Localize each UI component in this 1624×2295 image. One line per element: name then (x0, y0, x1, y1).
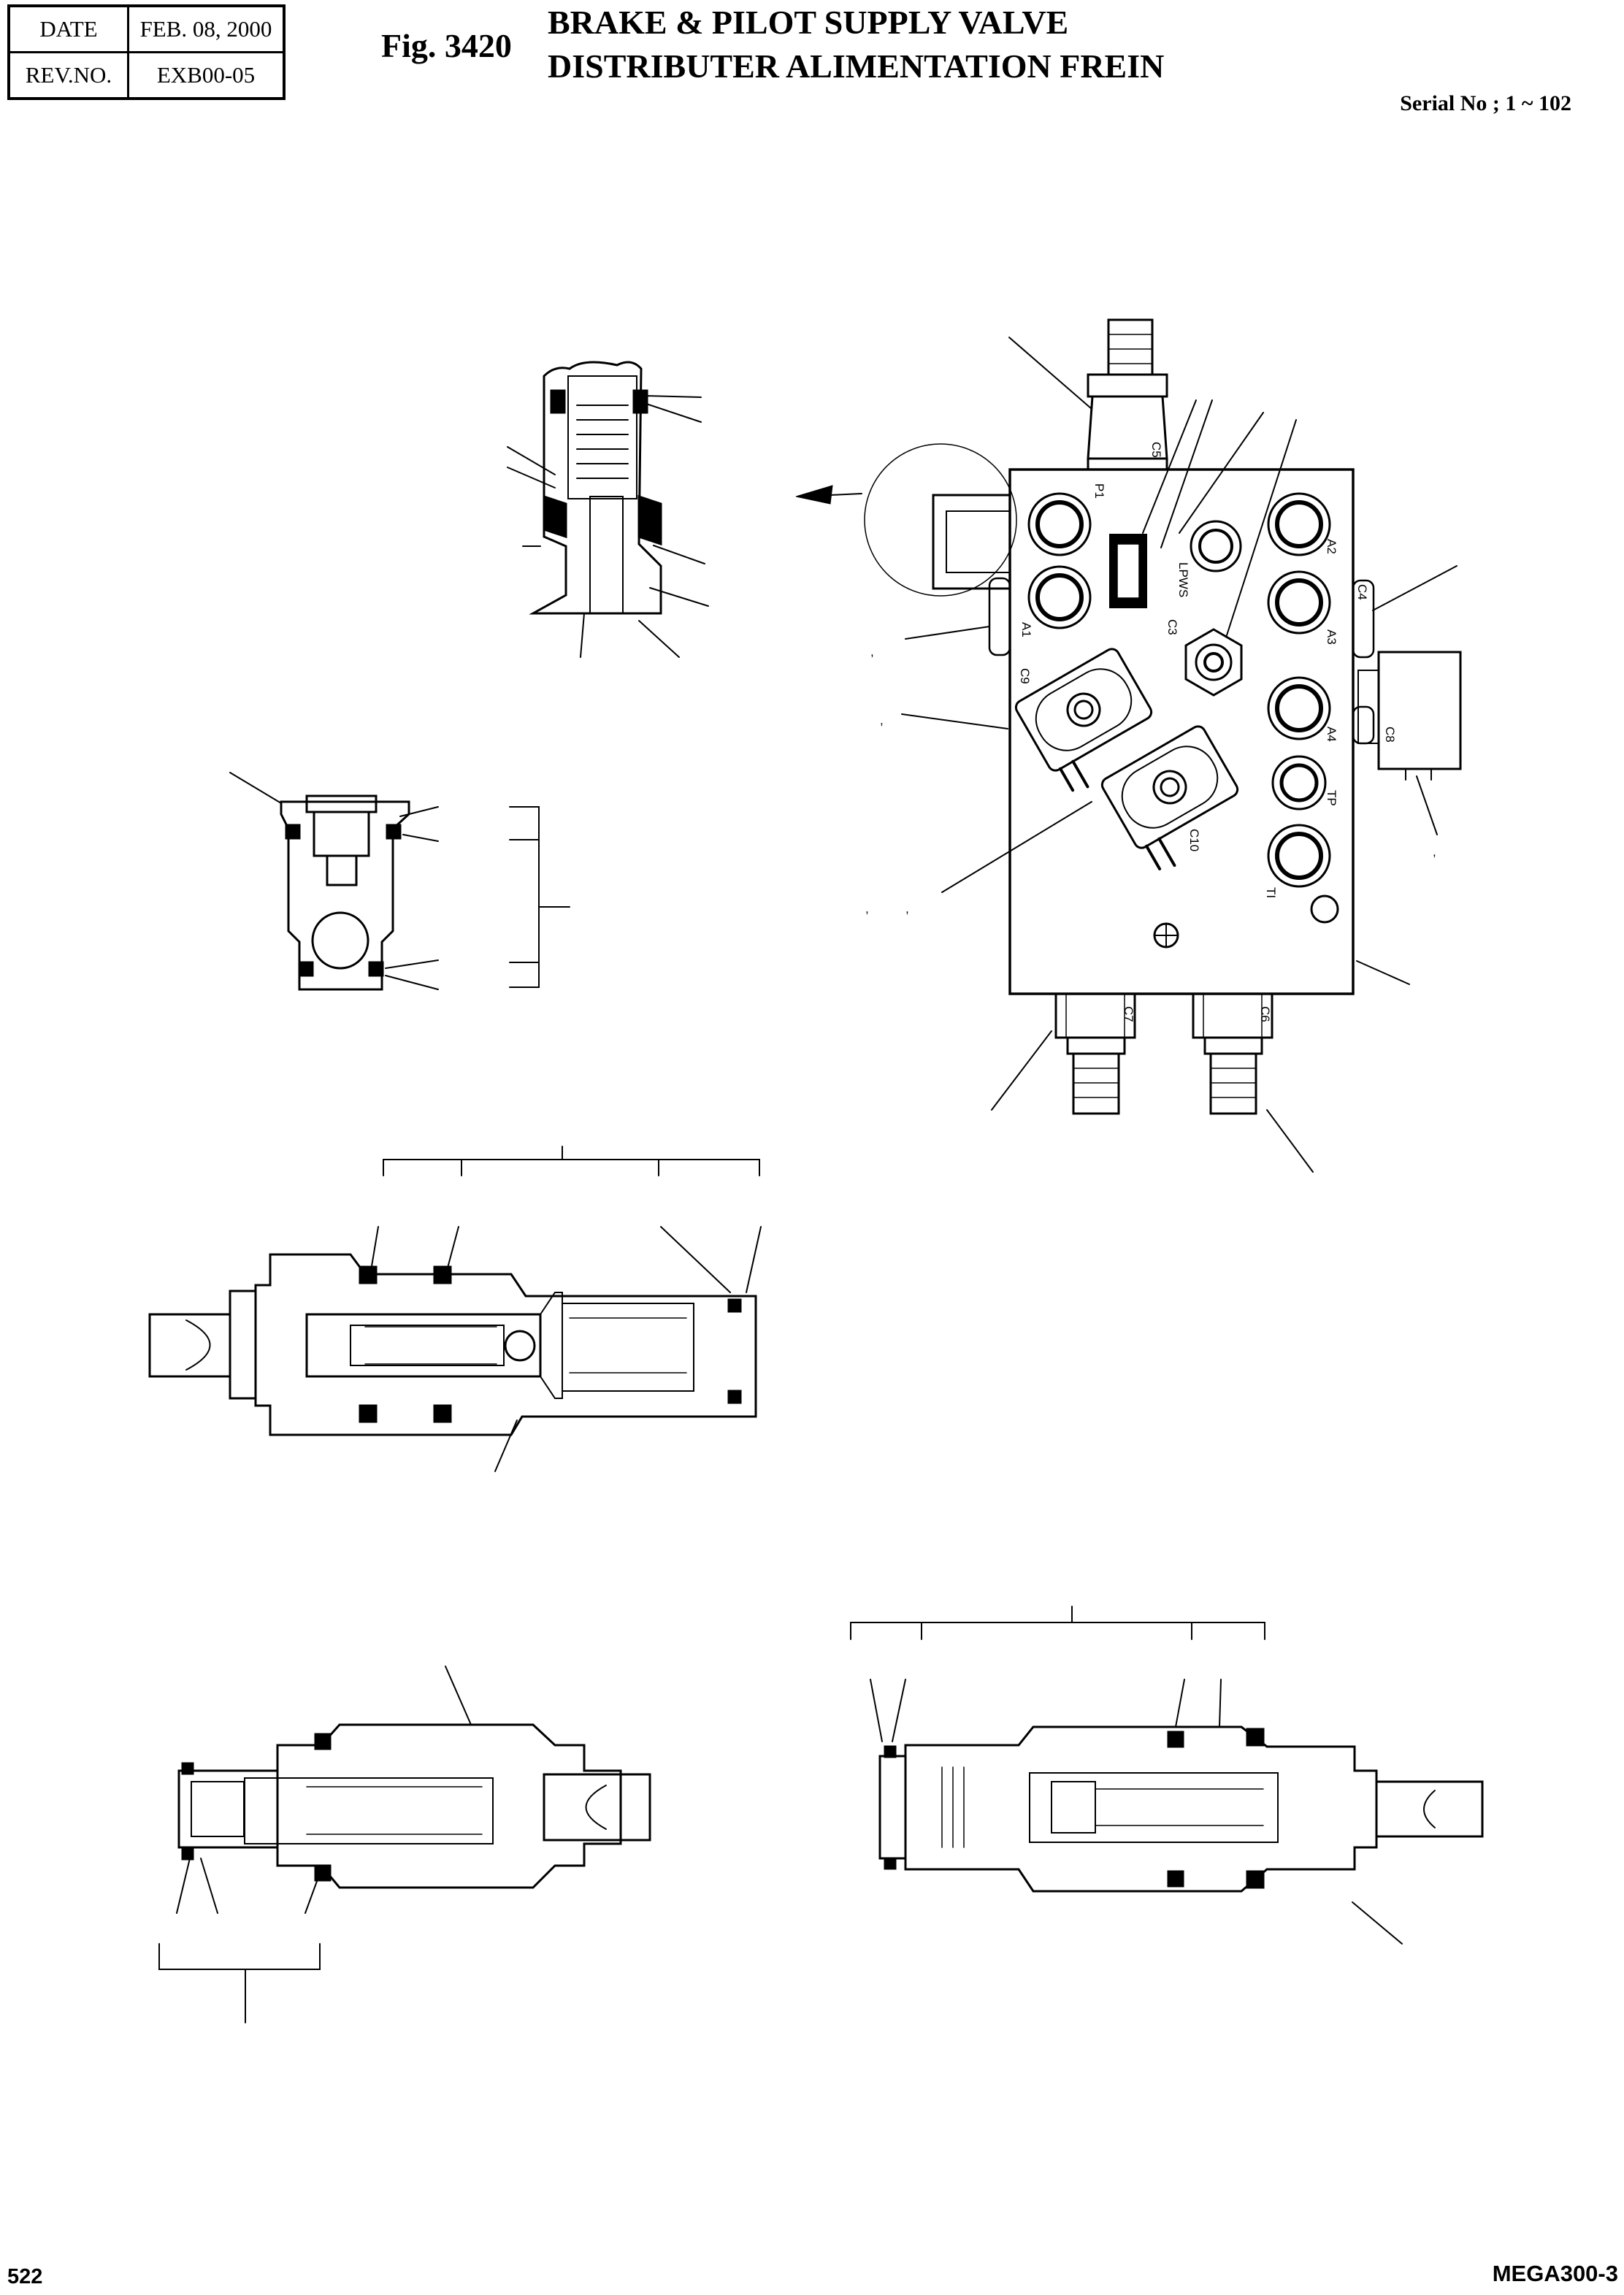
svg-text:,: , (1433, 845, 1436, 859)
fitting-c5-top (1107, 318, 1154, 376)
label-a3: A3 (1325, 629, 1338, 645)
date-label: DATE (7, 4, 129, 53)
label-c6: C6 (1258, 1006, 1272, 1022)
valve-c3 (1184, 628, 1243, 697)
date-value: FEB. 08, 2000 (127, 4, 286, 53)
label-lpws: LPWS (1176, 562, 1190, 597)
port-a4 (1267, 676, 1331, 740)
rev-value: EXB00-05 (127, 51, 286, 100)
port-lpws (1190, 520, 1242, 572)
solenoid-c9 (1014, 648, 1153, 792)
fitting-c6 (1192, 992, 1273, 1115)
port-ti (1267, 824, 1331, 888)
port-tp (1271, 755, 1327, 811)
port-c4-stub (1352, 579, 1375, 659)
port-a1 (1027, 565, 1092, 629)
detail-cartridge-valve-1 (148, 1146, 762, 1472)
title-english: BRAKE & PILOT SUPPLY VALVE (548, 4, 1069, 41)
figure-number: Fig. 3420 (381, 27, 512, 64)
port-a3 (1267, 570, 1331, 635)
label-a1: A1 (1019, 622, 1033, 637)
label-p1: P1 (1092, 483, 1106, 499)
title-french: DISTRIBUTER ALIMENTATION FREIN (548, 47, 1165, 85)
label-c10: C10 (1187, 829, 1201, 851)
label-c5: C5 (1149, 442, 1163, 458)
serial-range: Serial No ; 1 ~ 102 (1400, 91, 1571, 115)
label-c9: C9 (1018, 668, 1032, 684)
svg-text:,: , (880, 713, 884, 727)
label-a2: A2 (1325, 539, 1338, 554)
pressure-switch-c8 (1377, 651, 1462, 770)
leader-lines-block (901, 337, 1458, 1173)
model-code: MEGA300-3 (1492, 2261, 1618, 2286)
detail-lpws-section (507, 361, 709, 658)
detail-callout-circle (864, 443, 1017, 597)
side-fitting (932, 494, 1011, 590)
label-c4: C4 (1355, 584, 1369, 600)
rev-label: REV.NO. (7, 51, 129, 100)
detail-cartridge-valve-3 (850, 1606, 1484, 1945)
label-tp: TP (1325, 790, 1338, 806)
label-c3: C3 (1165, 619, 1179, 635)
direction-arrow (795, 485, 833, 505)
svg-text:,: , (905, 902, 909, 916)
solenoid-c10 (1100, 725, 1239, 870)
fitting-c7 (1054, 992, 1136, 1115)
svg-text:,: , (865, 902, 869, 916)
port-a2 (1267, 492, 1331, 556)
label-a4: A4 (1325, 727, 1338, 742)
label-c8: C8 (1383, 727, 1397, 743)
detail-cartridge-valve-2 (158, 1666, 651, 2023)
detail-check-valve (229, 772, 570, 991)
page-number: 522 (7, 2265, 43, 2288)
label-ti: TI (1264, 887, 1278, 898)
valve-block: ,, ,, , C5 P1 LPWS C3 A1 A2 A3 A4 C9 C10… (795, 318, 1462, 1173)
svg-text:,: , (870, 645, 874, 659)
label-c7: C7 (1122, 1006, 1135, 1022)
port-p1 (1027, 492, 1092, 556)
header-info-table: DATE FEB. 08, 2000 REV.NO. EXB00-05 (7, 4, 286, 100)
